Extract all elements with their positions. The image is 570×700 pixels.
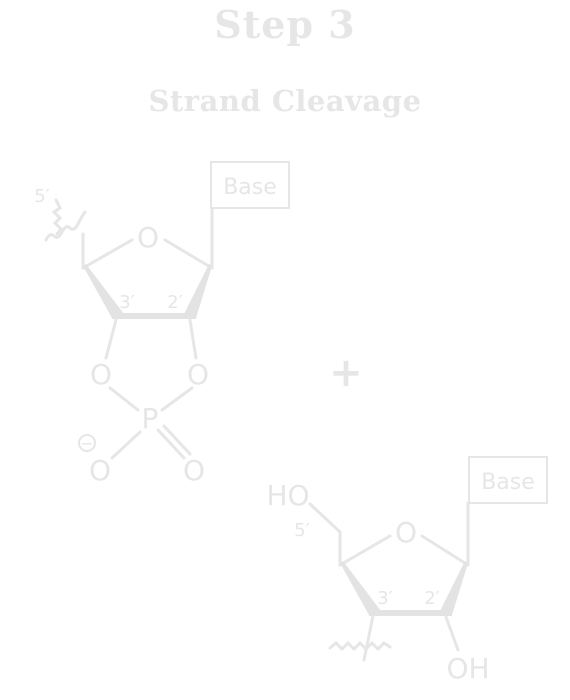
left-cyclic-oxygen-right: O: [187, 358, 209, 391]
left-bond-p-o-double-a: [156, 428, 186, 460]
left-charged-oxygen: O: [89, 454, 111, 487]
right-base-label: Base: [481, 470, 535, 495]
left-wedge-c4-c3: [83, 264, 124, 318]
plus-sign: +: [329, 350, 363, 396]
right-bond-ho-c5: [308, 502, 342, 534]
left-negative-charge-sign: −: [80, 434, 93, 453]
left-bond-o-p-right: [160, 386, 194, 412]
left-ring-oxygen: O: [137, 221, 159, 254]
right-bond-c3-down: [362, 614, 375, 662]
left-wedge-c1-c2: [184, 264, 212, 318]
left-carbon-3-label: 3′: [119, 292, 135, 313]
right-wavy-cut: [328, 640, 392, 652]
left-cyclic-oxygen-left: O: [90, 358, 112, 391]
right-hydroxyl-2: OH: [446, 652, 489, 685]
left-negative-charge-circle: [78, 434, 96, 452]
right-bond-c2-oh: [444, 615, 460, 652]
left-base-box: [210, 161, 290, 209]
right-hydroxyl-5: HO: [266, 479, 309, 512]
left-bond-o-p-left: [108, 386, 140, 412]
right-base-box: [468, 456, 548, 504]
right-ring-oxygen: O: [395, 516, 417, 549]
left-bond-p-o-double-b: [162, 424, 192, 456]
left-ring-bond-o-c1: [163, 238, 214, 270]
left-bond-c2-o: [188, 318, 198, 360]
step-title: Step 3: [214, 2, 356, 47]
right-ring-bond-o-c1: [420, 534, 470, 567]
left-double-bond-oxygen: O: [183, 454, 205, 487]
right-carbon-5-label: 5′: [294, 520, 310, 541]
left-wavy-cut: [44, 210, 87, 242]
left-base-label: Base: [223, 175, 277, 200]
right-bond-c3-c2: [369, 610, 452, 616]
right-ring-bond-c4-o: [338, 534, 392, 567]
left-product: Base O 5′ 3′ 2′ O O P O O −: [34, 161, 290, 487]
left-phosphorus: P: [142, 402, 159, 435]
left-bond-p-o-minus: [110, 430, 142, 460]
right-wedge-c1-c2: [440, 561, 468, 615]
left-carbon-5-label: 5′: [34, 186, 50, 207]
left-carbon-2-label: 2′: [167, 292, 183, 313]
right-carbon-3-label: 3′: [377, 588, 393, 609]
right-product: Base HO 5′ O 3′ 2′ OH: [266, 456, 548, 685]
step-subtitle: Strand Cleavage: [148, 84, 422, 118]
left-wavy-cut-2: [51, 198, 64, 236]
left-ring-bond-c4-o: [81, 238, 134, 270]
left-bond-c3-c2: [112, 313, 196, 319]
left-bond-c3-o: [104, 318, 118, 360]
right-wedge-c4-c3: [340, 561, 381, 615]
right-carbon-2-label: 2′: [424, 588, 440, 609]
